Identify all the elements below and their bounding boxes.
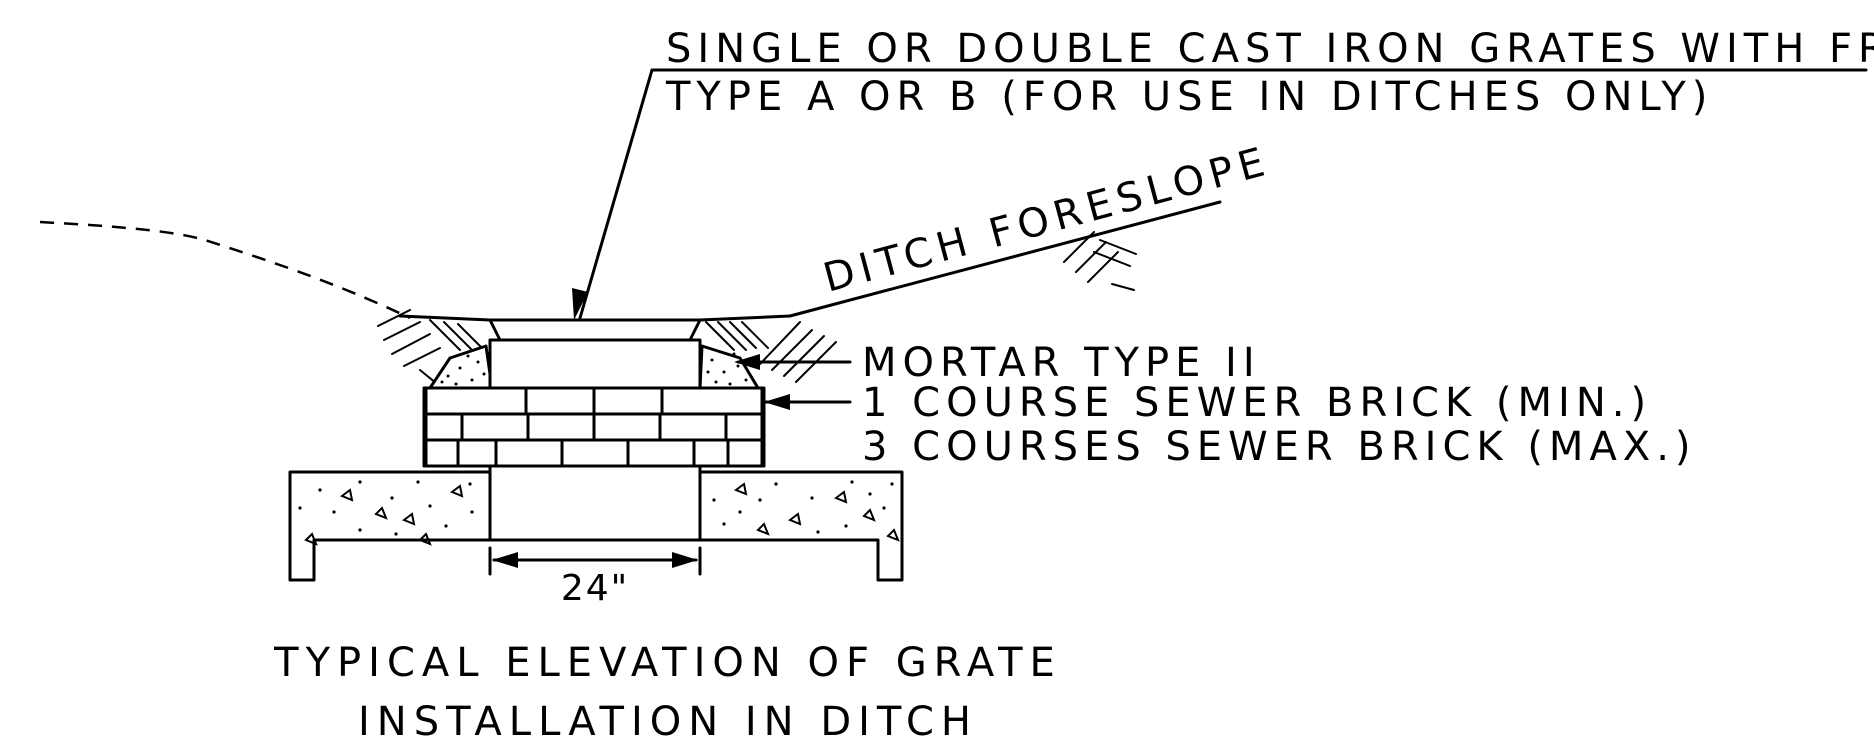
mortar-callout: MORTAR TYPE II <box>734 340 1261 386</box>
concrete-base-right <box>698 470 904 582</box>
ditch-bottom-left <box>398 314 492 322</box>
grate-callout-line2: TYPE A OR B (FOR USE IN DITCHES ONLY) <box>665 74 1713 120</box>
ditch-foreslope-label: DITCH FORESLOPE <box>819 138 1275 302</box>
earth-hatch-left <box>377 309 485 389</box>
grate-callout-line1: SINGLE OR DOUBLE CAST IRON GRATES WITH F… <box>666 26 1874 72</box>
opening-dimension: 24" <box>488 546 702 609</box>
grate-leader-arrowhead <box>572 288 588 320</box>
title-line2: INSTALLATION IN DITCH <box>358 699 978 743</box>
opening-dimension-label: 24" <box>561 568 629 609</box>
drawing-title: TYPICAL ELEVATION OF GRATE INSTALLATION … <box>273 640 1062 743</box>
grate-leader-line <box>578 68 654 320</box>
earth-hatch-slope <box>1063 231 1137 291</box>
ditch-foreslope-line <box>788 200 1222 318</box>
grate-frame <box>488 338 702 390</box>
brick-min-label: 1 COURSE SEWER BRICK (MIN.) <box>862 380 1652 426</box>
ground-profile: DITCH FORESLOPE <box>39 138 1275 322</box>
grate-top <box>488 318 702 342</box>
sewer-brick-courses <box>422 386 766 468</box>
brick-callout: 1 COURSE SEWER BRICK (MIN.) 3 COURSES SE… <box>764 380 1697 470</box>
grate-callout: SINGLE OR DOUBLE CAST IRON GRATES WITH F… <box>572 26 1874 320</box>
brick-max-label: 3 COURSES SEWER BRICK (MAX.) <box>862 424 1697 470</box>
mortar-right <box>698 344 760 390</box>
mortar-callout-label: MORTAR TYPE II <box>862 340 1261 386</box>
cast-iron-grate <box>488 318 702 390</box>
ditch-bottom-right <box>698 314 792 322</box>
mortar-left <box>428 344 494 390</box>
existing-ground-dashed-line <box>39 220 411 320</box>
concrete-base <box>288 464 904 582</box>
title-line1: TYPICAL ELEVATION OF GRATE <box>273 640 1062 686</box>
